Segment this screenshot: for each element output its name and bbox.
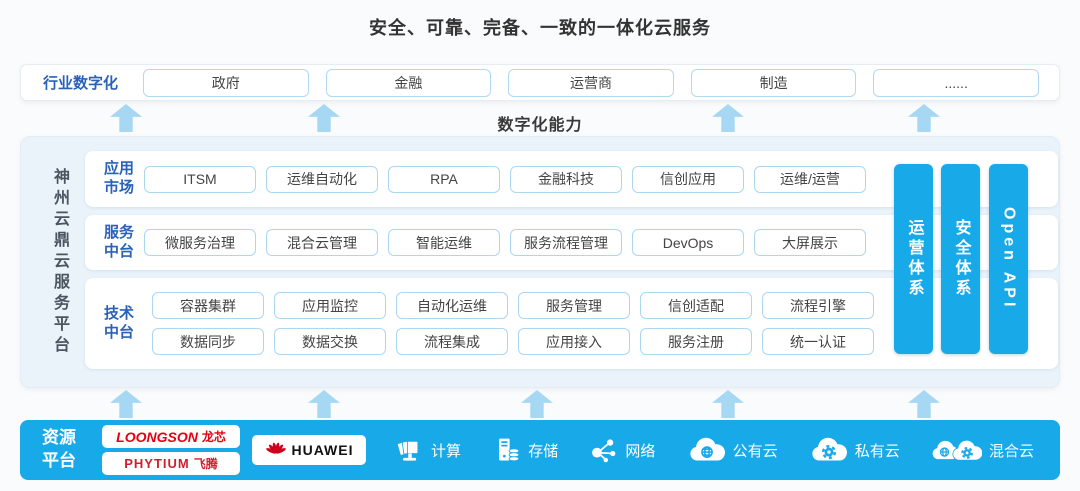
resource-item-label: 计算 (431, 442, 462, 460)
platform-side-label: 神州云鼎云服务平台 (51, 167, 68, 357)
hybrid-cloud-icon (932, 439, 982, 460)
industry-items: 政府 金融 运营商 制造 ...... (143, 68, 1039, 97)
phytium-logo: PHYTIUM 飞腾 (102, 452, 240, 475)
cpu-vendor-logos: LOONGSON 龙芯 PHYTIUM 飞腾 (102, 425, 240, 475)
platform-side-label-wrap: 神州云鼎云服务平台 (47, 137, 71, 387)
industry-chip-government: 政府 (143, 68, 309, 97)
huawei-flower-icon (265, 442, 286, 454)
chip-data-exchange: 数据交换 (274, 328, 386, 355)
security-system-bar: 安全体系 (941, 164, 980, 354)
chip-devops: DevOps (632, 229, 744, 256)
resource-item-network: 网络 (590, 436, 655, 464)
chip-process-engine: 流程引擎 (762, 292, 874, 319)
resource-platform-band: 资源平台 LOONGSON 龙芯 PHYTIUM 飞腾 HUAWEI (20, 420, 1060, 480)
up-arrow-icon (110, 390, 142, 418)
up-arrow-icon (308, 390, 340, 418)
chip-xinchuang-app: 信创应用 (632, 165, 744, 193)
storage-icon (499, 438, 520, 462)
open-api-bar: Open API (989, 164, 1028, 354)
chip-rpa: RPA (388, 165, 500, 193)
resource-item-compute: 计算 (396, 436, 461, 464)
resource-item-label: 私有云 (854, 442, 900, 460)
huawei-logo: HUAWEI (252, 435, 366, 465)
tech-platform-chips: 容器集群 应用监控 自动化运维 服务管理 信创适配 流程引擎 数据同步 数据交换… (144, 292, 874, 355)
industry-chip-finance: 金融 (325, 68, 492, 97)
chip-fintech: 金融科技 (510, 165, 622, 193)
loongson-wordmark: LOONGSON (116, 428, 198, 445)
resource-platform-label: 资源平台 (42, 428, 76, 470)
service-platform-chips: 微服务治理 混合云管理 智能运维 服务流程管理 DevOps 大屏展示 (144, 229, 866, 256)
resource-item-label: 混合云 (988, 442, 1034, 460)
resource-item-storage: 存储 (493, 436, 558, 464)
cloud-platform-panel: 神州云鼎云服务平台 应用市场 ITSM 运维自动化 RPA 金融科技 信创应用 … (20, 136, 1060, 388)
industry-chip-operator: 运营商 (508, 68, 674, 97)
industry-row-label: 行业数字化 (43, 75, 119, 92)
chip-service-mgmt: 服务管理 (518, 292, 630, 319)
chip-ops-automation: 运维自动化 (266, 165, 378, 193)
app-market-chips: ITSM 运维自动化 RPA 金融科技 信创应用 运维/运营 (144, 165, 866, 193)
chip-process-integration: 流程集成 (396, 328, 508, 355)
page-title: 安全、可靠、完备、一致的一体化云服务 (369, 18, 711, 38)
chip-intelligent-ops: 智能运维 (388, 229, 500, 256)
chip-app-monitoring: 应用监控 (274, 292, 386, 319)
loongson-cn-label: 龙芯 (201, 430, 226, 444)
resource-item-label: 公有云 (732, 442, 778, 460)
phytium-wordmark: PHYTIUM (124, 456, 190, 471)
resource-item-label: 网络 (625, 442, 656, 460)
up-arrow-icon (521, 390, 553, 418)
service-platform-label: 服务中台 (104, 223, 135, 260)
chip-ops-operation: 运维/运营 (754, 165, 866, 193)
huawei-wordmark: HUAWEI (291, 442, 354, 458)
tech-platform-label: 技术中台 (104, 304, 135, 341)
up-arrow-icon (908, 390, 940, 418)
capability-label: 数字化能力 (497, 117, 583, 134)
chip-hybrid-cloud-mgmt: 混合云管理 (266, 229, 378, 256)
chip-automated-ops: 自动化运维 (396, 292, 508, 319)
industry-chip-manufacturing: 制造 (690, 68, 857, 97)
chip-service-registry: 服务注册 (640, 328, 752, 355)
chip-itsm: ITSM (144, 165, 256, 193)
chip-app-access: 应用接入 (518, 328, 630, 355)
chip-data-sync: 数据同步 (152, 328, 264, 355)
chip-xinchuang-adaptation: 信创适配 (640, 292, 752, 319)
up-arrow-icon (712, 390, 744, 418)
industry-chip-more: ...... (873, 68, 1039, 97)
app-market-label: 应用市场 (104, 160, 135, 196)
resource-items: 计算 存储 (396, 436, 1034, 464)
resource-item-hybrid-cloud: 混合云 (932, 438, 1034, 463)
loongson-logo: LOONGSON 龙芯 (102, 425, 240, 448)
private-cloud-icon (812, 437, 847, 461)
compute-icon (396, 440, 419, 461)
chip-container-cluster: 容器集群 (152, 292, 264, 319)
resource-item-label: 存储 (528, 442, 559, 460)
public-cloud-icon (689, 437, 725, 461)
chip-unified-auth: 统一认证 (762, 328, 874, 355)
chip-service-process-mgmt: 服务流程管理 (510, 229, 622, 256)
resource-item-private-cloud: 私有云 (810, 436, 900, 464)
network-icon (592, 439, 616, 463)
phytium-cn-label: 飞腾 (193, 457, 218, 471)
chip-microservice-governance: 微服务治理 (144, 229, 256, 256)
chip-big-screen: 大屏展示 (754, 229, 866, 256)
industry-row: 行业数字化 政府 金融 运营商 制造 ...... (20, 64, 1060, 101)
operation-system-bar: 运营体系 (894, 164, 933, 354)
resource-item-public-cloud: 公有云 (688, 436, 778, 464)
